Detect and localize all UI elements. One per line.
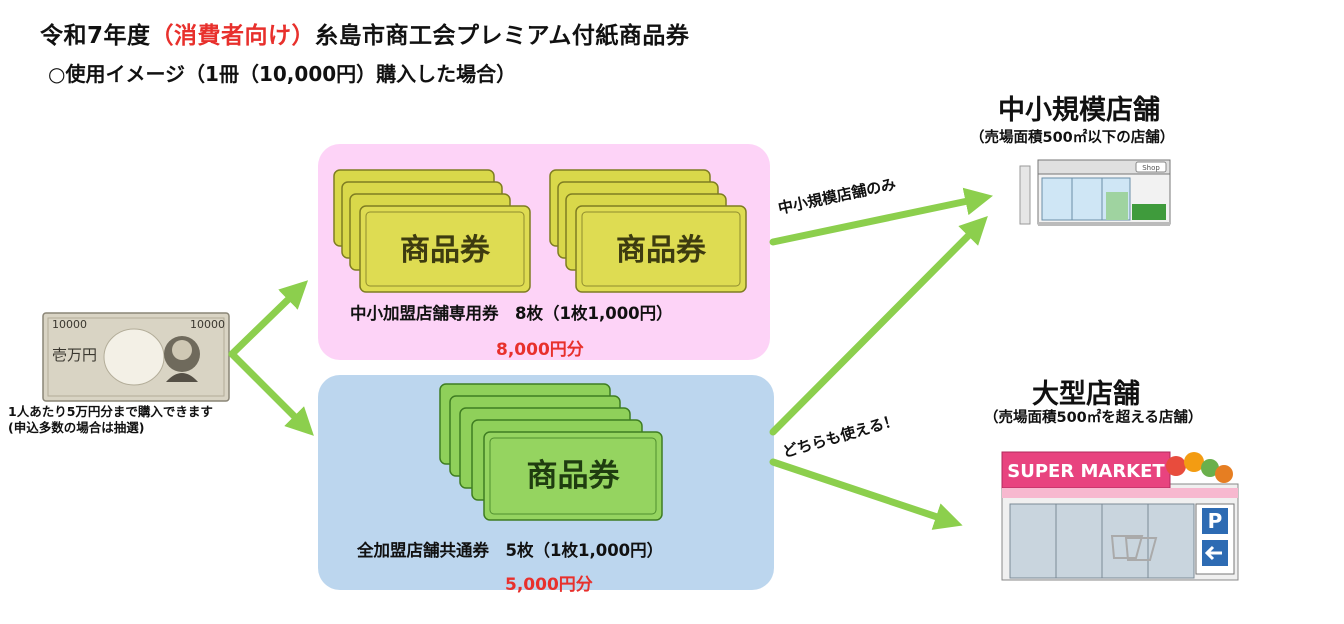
- purchase-limit-note: 1人あたり5万円分まで購入できます (申込多数の場合は抽選): [8, 404, 213, 436]
- arrow-to-common: [228, 350, 314, 436]
- exclusive-voucher-label-right: 商品券: [616, 233, 707, 268]
- large-store-illustration: SUPER MARKET P: [1001, 451, 1239, 581]
- small-store-title: 中小規模店舗: [998, 95, 1160, 126]
- exclusive-voucher-caption: 中小加盟店舗専用券 8枚（1枚1,000円）: [350, 304, 673, 323]
- purchase-limit-line2: (申込多数の場合は抽選): [8, 420, 145, 435]
- page-subtitle: ○使用イメージ（1冊（10,000円）購入した場合）: [48, 62, 517, 86]
- large-store-sign: SUPER MARKET: [1007, 461, 1165, 482]
- large-store-subtitle: （売場面積500㎡を超える店舗）: [984, 410, 1203, 426]
- title-prefix: 令和7年度: [40, 23, 151, 49]
- arrow-exclusive-to-small-store: [769, 187, 993, 246]
- small-store-sign: Shop: [1142, 164, 1160, 172]
- common-voucher-label: 商品券: [527, 458, 621, 494]
- common-voucher-amount: 5,000円分: [505, 575, 593, 595]
- exclusive-voucher-stack-left: 商品券: [333, 169, 531, 293]
- exclusive-voucher-label-left: 商品券: [400, 233, 491, 268]
- exclusive-voucher-amount: 8,000円分: [496, 340, 584, 360]
- page-title: 令和7年度（消費者向け）糸島市商工会プレミアム付紙商品券: [40, 16, 689, 50]
- purchase-limit-line1: 1人あたり5万円分まで購入できます: [8, 404, 213, 419]
- title-highlight: （消費者向け）: [150, 23, 316, 49]
- exclusive-voucher-stack-right: 商品券: [549, 169, 747, 293]
- small-store-subtitle: （売場面積500㎡以下の店舗）: [970, 130, 1175, 146]
- arrow-left-icon: [1204, 545, 1222, 561]
- title-suffix: 糸島市商工会プレミアム付紙商品券: [315, 23, 690, 49]
- common-voucher-caption: 全加盟店舗共通券 5枚（1枚1,000円）: [357, 541, 664, 560]
- banknote-illustration: 10000 10000 壱万円: [42, 312, 230, 402]
- banknote-denomination-right: 10000: [190, 318, 225, 331]
- arrow-to-exclusive: [228, 280, 309, 358]
- large-store-title: 大型店舗: [1032, 379, 1140, 410]
- arrow-common-to-large-store: [769, 458, 963, 530]
- parking-sign: P: [1208, 509, 1223, 533]
- arrow-common-to-small-store: [769, 216, 988, 436]
- common-voucher-stack: 商品券: [439, 383, 663, 521]
- small-store-illustration: Shop: [1019, 159, 1171, 226]
- banknote-kanji: 壱万円: [52, 346, 97, 364]
- banknote-denomination-left: 10000: [52, 318, 87, 331]
